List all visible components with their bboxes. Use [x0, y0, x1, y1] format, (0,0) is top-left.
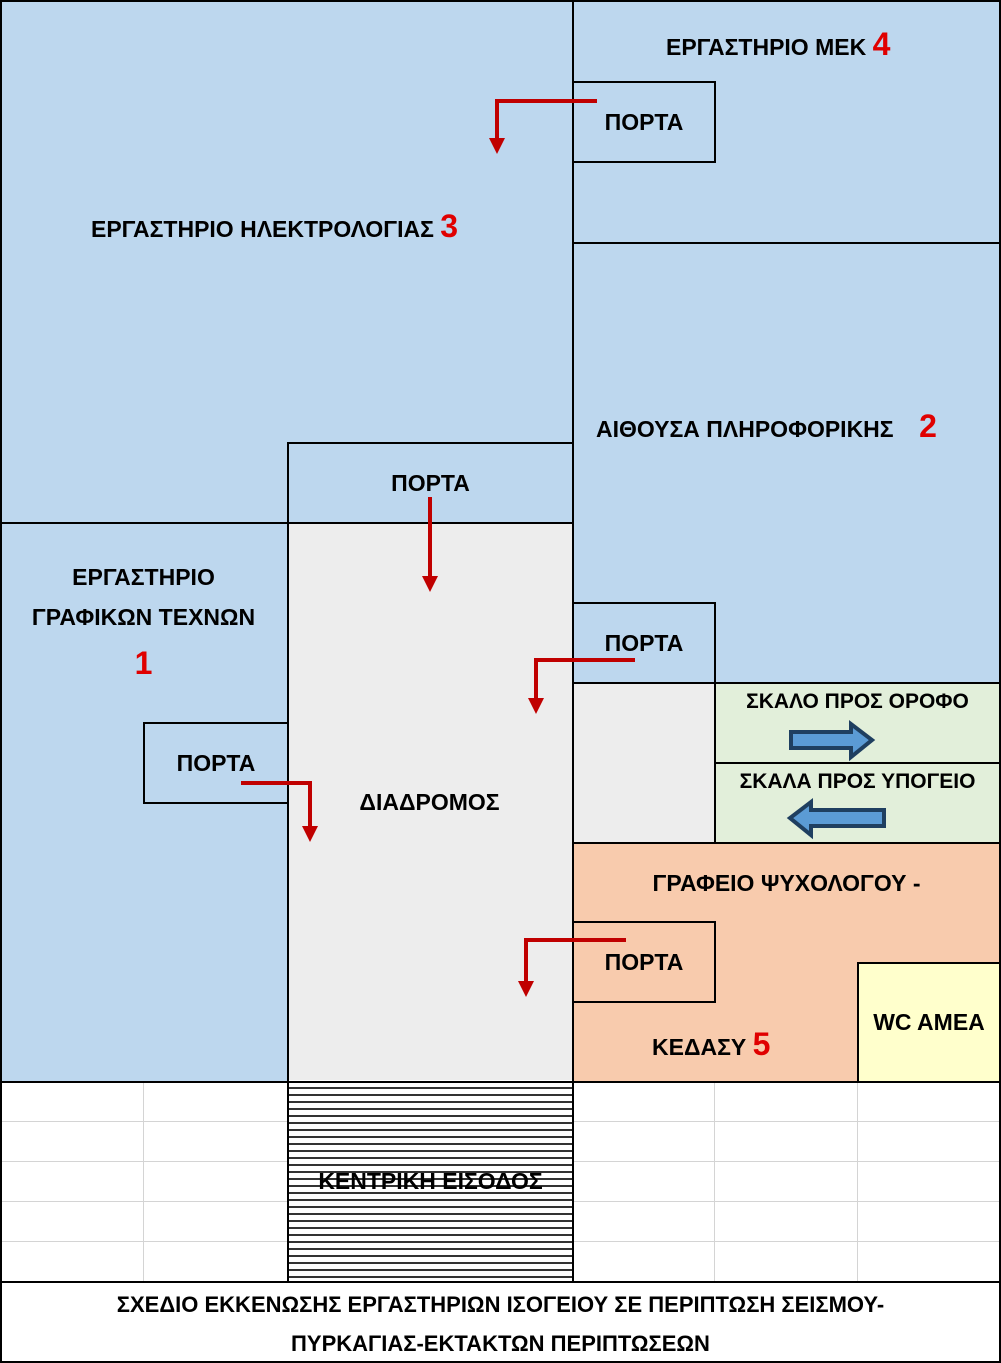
plan-title-line-2: ΠΥΡΚΑΓΙΑΣ-ΕΚΤΑΚΤΩΝ ΠΕΡΙΠΤΩΣΕΩΝ: [291, 1331, 710, 1356]
door-mek[interactable]: ΠΟΡΤΑ: [572, 81, 716, 163]
room-number: 1: [134, 645, 153, 681]
corridor-extension: [572, 684, 714, 842]
label-electrology: ΕΡΓΑΣΤΗΡΙΟ ΗΛΕΚΤΡΟΛΟΓΙΑΣ 3: [91, 208, 459, 244]
label-graphics-2: ΓΡΑΦΙΚΩΝ ΤΕΧΝΩΝ: [31, 604, 256, 630]
plan-title-line-1: ΣΧΕΔΙΟ ΕΚΚΕΝΩΣΗΣ ΕΡΓΑΣΤΗΡΙΩΝ ΙΣΟΓΕΙΟΥ ΣΕ…: [116, 1292, 885, 1317]
exit-arrow: [528, 658, 635, 714]
door-psychologist[interactable]: ΠΟΡΤΑ: [572, 921, 716, 1003]
stairs-down-arrow-icon: [786, 797, 886, 840]
label-mek: ΕΡΓΑΣΤΗΡΙΟ ΜΕΚ 4: [666, 26, 891, 62]
label-wc: WC AMEA: [873, 1009, 985, 1035]
stairs-down: [714, 762, 1001, 844]
door-label: ΠΟΡΤΑ: [604, 108, 684, 135]
exit-arrow: [489, 99, 597, 154]
label-informatics: ΑΙΘΟΥΣΑ ΠΛΗΡΟΦΟΡΙΚΗΣ 2: [596, 408, 937, 444]
grid-line: [857, 1081, 858, 1281]
label-psychologist-2: ΚΕΔΑΣΥ 5: [652, 1026, 771, 1062]
door-graphics[interactable]: ΠΟΡΤΑ: [143, 722, 289, 804]
room-electrology: [0, 0, 574, 524]
room-wc: [857, 962, 1001, 1083]
door-informatics[interactable]: ΠΟΡΤΑ: [572, 602, 716, 684]
label-graphics-1: ΕΡΓΑΣΤΗΡΙΟ: [72, 564, 215, 590]
door-label: ΠΟΡΤΑ: [604, 948, 684, 975]
door-label: ΠΟΡΤΑ: [391, 470, 470, 496]
door-label: ΠΟΡΤΑ: [604, 629, 684, 656]
grid-line: [143, 1081, 144, 1281]
label-stairs-down: ΣΚΑΛΑ ΠΡΟΣ ΥΠΟΓΕΙΟ: [739, 770, 976, 793]
room-number: 3: [440, 208, 459, 244]
grid-line: [714, 1081, 715, 1281]
label-psychologist-1: ΓΡΑΦΕΙΟ ΨΥΧΟΛΟΓΟΥ -: [652, 870, 921, 896]
room-number: 5: [752, 1026, 771, 1062]
title-box: [0, 1281, 1001, 1363]
door-label: ΠΟΡΤΑ: [176, 749, 256, 776]
stairs-up-arrow-icon: [789, 719, 876, 762]
label-stairs-up: ΣΚΑΛΟ ΠΡΟΣ ΟΡΟΦΟ: [746, 690, 969, 713]
exit-arrow: [241, 781, 318, 842]
main-entrance: [287, 1081, 574, 1283]
label-corridor: ΔΙΑΔΡΟΜΟΣ: [359, 789, 500, 815]
label-entrance: ΚΕΝΤΡΙΚΗ ΕΙΣΟΔΟΣ: [318, 1168, 543, 1194]
room-number: 2: [919, 408, 937, 444]
exit-arrow: [518, 938, 626, 997]
room-number: 4: [872, 26, 891, 62]
